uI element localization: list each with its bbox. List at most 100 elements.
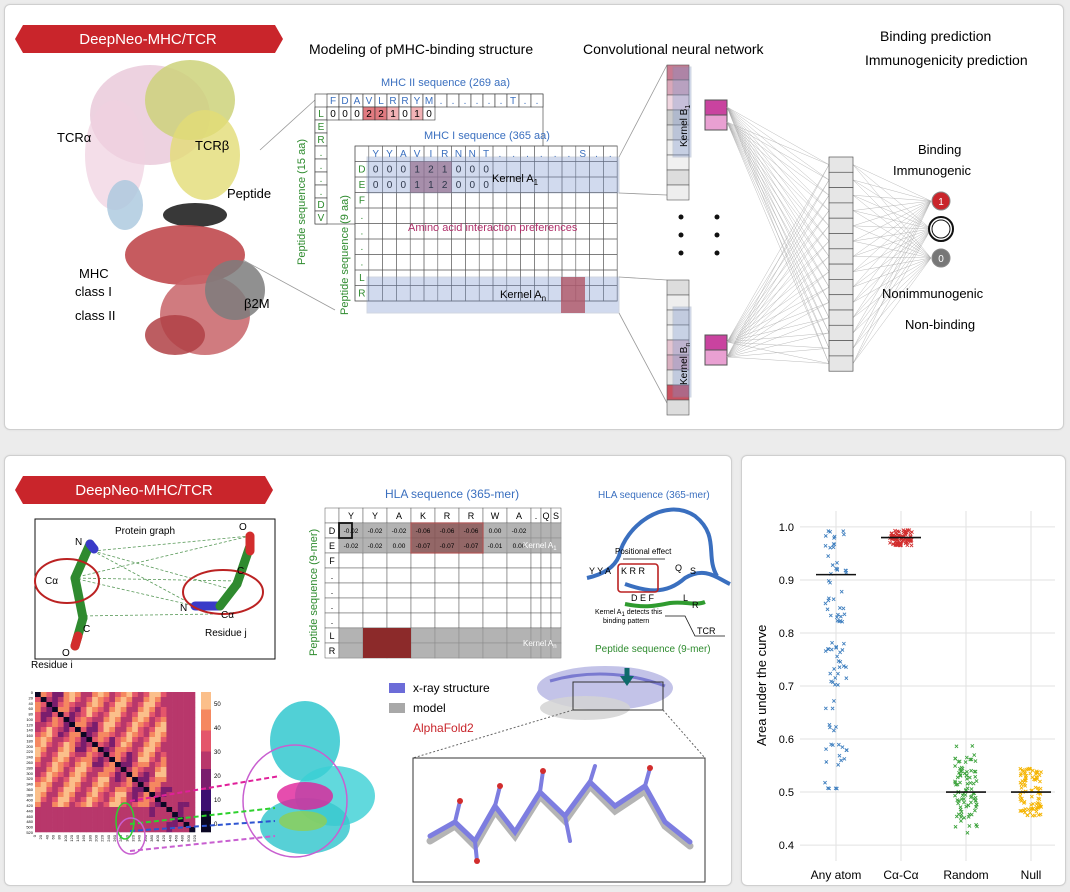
scatter-point bbox=[953, 824, 958, 829]
scatter-point bbox=[1038, 804, 1043, 809]
hla-cell: -0.06 bbox=[464, 528, 479, 535]
schem-left: Y Y A bbox=[589, 566, 611, 576]
heat-xtick: 220 bbox=[100, 834, 105, 841]
scatter-point bbox=[844, 748, 849, 753]
title-cnn: Convolutional neural network bbox=[583, 41, 765, 57]
scatter-point bbox=[972, 808, 977, 813]
scatter-point bbox=[1029, 802, 1034, 807]
heat-xtick: 200 bbox=[94, 834, 99, 841]
mhc1-col-header: N bbox=[469, 149, 476, 160]
heat-ytick: 20 bbox=[29, 695, 34, 700]
scatter-point bbox=[891, 542, 896, 547]
mhc1-col-header: . bbox=[554, 149, 557, 160]
scatter-point bbox=[824, 747, 828, 752]
protein-graph-title: Protein graph bbox=[115, 526, 175, 537]
scatter-point bbox=[901, 538, 906, 542]
scatter-point bbox=[832, 667, 837, 671]
mhc1-col-header: Y bbox=[386, 149, 393, 160]
hla-col-header: Y bbox=[348, 511, 354, 521]
mhc2-col-header: . bbox=[464, 96, 467, 107]
hla-row-header: . bbox=[331, 571, 334, 581]
scatter-point bbox=[826, 554, 831, 558]
heat-ytick: 200 bbox=[26, 744, 33, 749]
hla-col-header: R bbox=[468, 511, 475, 521]
kernel-a1-box bbox=[366, 156, 620, 194]
scatter-point bbox=[889, 531, 894, 536]
hla-col-header: W bbox=[491, 511, 500, 521]
scatter-point bbox=[963, 760, 968, 765]
heat-ytick: 340 bbox=[26, 782, 33, 787]
dense-unit bbox=[828, 217, 854, 234]
scatter-point bbox=[831, 542, 836, 546]
heat-ytick: 360 bbox=[26, 787, 33, 792]
scatter-point bbox=[826, 786, 830, 791]
heat-ytick: 500 bbox=[26, 825, 33, 830]
scatter-point bbox=[968, 781, 973, 785]
scatter-point bbox=[965, 776, 969, 781]
scatter-point bbox=[1019, 785, 1024, 790]
heat-ytick: 460 bbox=[26, 814, 33, 819]
cnn-feature-columns bbox=[666, 64, 690, 416]
heat-ytick: 160 bbox=[26, 733, 33, 738]
atom-ca2: Cα bbox=[221, 610, 234, 621]
legend-model: model bbox=[413, 701, 446, 715]
hla-cell: -0.02 bbox=[368, 543, 383, 550]
scatter-point bbox=[959, 815, 964, 820]
scatter-point bbox=[968, 757, 973, 762]
mhc1-cell: 0 bbox=[401, 180, 407, 191]
mhc2-col-header: . bbox=[524, 96, 527, 107]
scatter-point bbox=[973, 795, 978, 800]
scatter-point bbox=[908, 539, 913, 544]
mhc1-col-header: . bbox=[512, 149, 515, 160]
scatter-point bbox=[836, 742, 841, 747]
y-tick-label: 0.6 bbox=[779, 734, 794, 746]
scatter-point bbox=[960, 793, 965, 798]
scatter-point bbox=[958, 780, 962, 785]
scatter-point bbox=[972, 753, 977, 757]
heat-ytick: 520 bbox=[26, 830, 33, 835]
heat-ytick: 240 bbox=[26, 755, 33, 760]
scatter-point bbox=[958, 769, 963, 774]
scatter-point bbox=[823, 649, 828, 653]
y-tick-label: 0.5 bbox=[779, 787, 794, 799]
heat-ytick: 80 bbox=[29, 712, 34, 717]
mhc2-cell: 1 bbox=[414, 109, 420, 120]
scatter-point bbox=[1036, 796, 1041, 801]
scatter-point bbox=[965, 830, 970, 835]
y-tick-label: 0.9 bbox=[779, 575, 794, 587]
dense-unit bbox=[828, 324, 854, 341]
mhc1-row-header: . bbox=[361, 211, 364, 222]
output-node-0 bbox=[931, 248, 951, 268]
mhc1-cell: 0 bbox=[401, 165, 407, 176]
dense-unit bbox=[828, 171, 854, 188]
heat-xtick: 320 bbox=[130, 834, 135, 841]
scatter-point bbox=[966, 803, 971, 808]
label-peptide: Peptide bbox=[227, 186, 271, 201]
y-tick-label: 0.8 bbox=[779, 628, 794, 640]
hla-row-header: F bbox=[329, 556, 335, 566]
y-tick-label: 1.0 bbox=[779, 522, 794, 534]
pep15-label: Peptide sequence (15 aa) bbox=[296, 139, 308, 265]
mhc2-cell: 0 bbox=[354, 109, 360, 120]
scatter-point bbox=[909, 530, 914, 534]
mhc1-col-header: Y bbox=[372, 149, 379, 160]
heatmap-links bbox=[129, 775, 281, 852]
bl-banner-text: DeepNeo-MHC/TCR bbox=[75, 482, 213, 499]
kernel-a1-label: Kernel A1 bbox=[492, 173, 539, 187]
mhc1-col-header: S bbox=[579, 149, 586, 160]
hla-cell: -0.06 bbox=[416, 528, 431, 535]
scatter-point bbox=[1038, 779, 1042, 784]
heat-ytick: 100 bbox=[26, 717, 33, 722]
scatter-point bbox=[1023, 783, 1028, 788]
heat-ytick: 300 bbox=[26, 771, 33, 776]
scatter-point bbox=[961, 797, 966, 801]
scatter-point bbox=[828, 580, 832, 585]
scatter-point bbox=[829, 679, 834, 684]
heat-ytick: 400 bbox=[26, 798, 33, 803]
scatter-point bbox=[826, 529, 831, 533]
hla-col-header: R bbox=[444, 511, 451, 521]
mhc2-col-header: . bbox=[476, 96, 479, 107]
dense-unit bbox=[828, 248, 854, 265]
heat-xtick: 480 bbox=[180, 834, 185, 841]
